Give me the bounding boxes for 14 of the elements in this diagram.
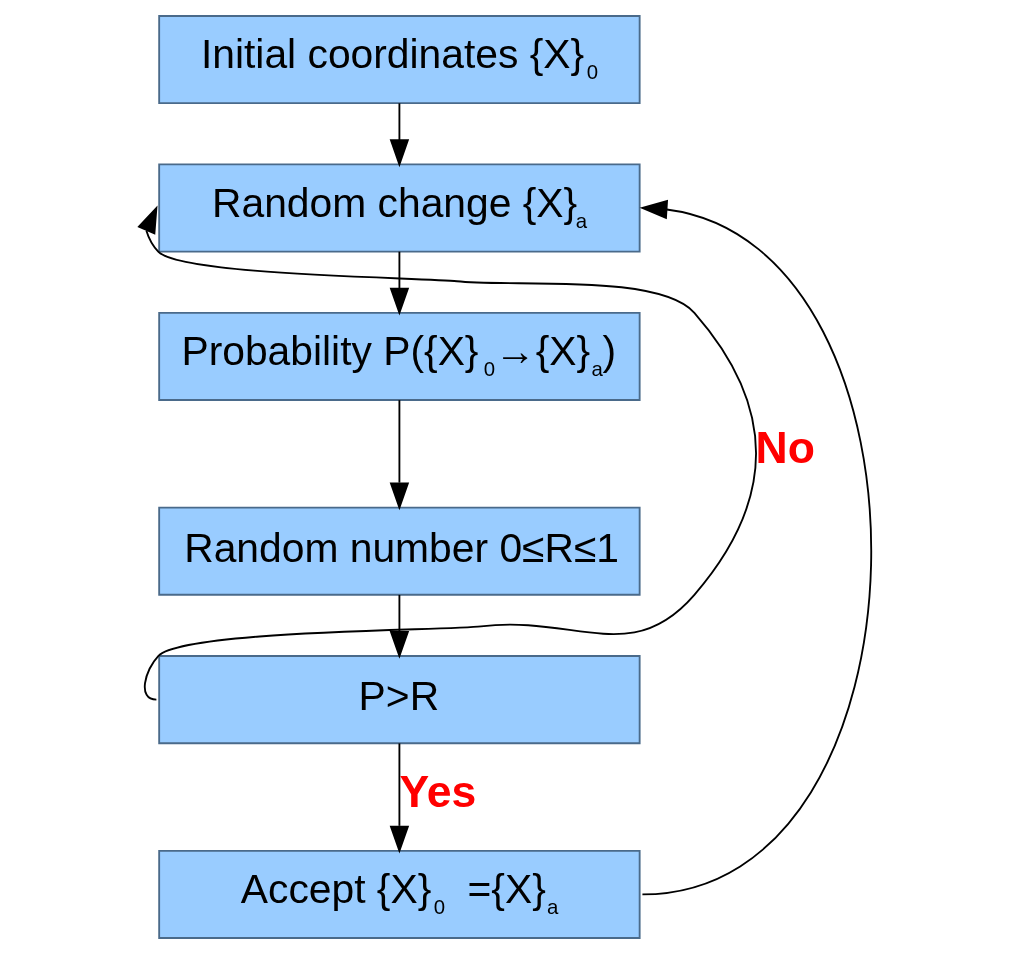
node-box: Accept {X}$_{0}$ ={X}$_{a}$ <box>157 849 641 939</box>
node-box: Probability P({X}$_{0}$→{X}$_{a}$) <box>157 311 641 401</box>
arrow <box>639 199 872 896</box>
edge-label: Yes <box>398 766 476 816</box>
arrow <box>389 102 409 168</box>
node-box: Initial coordinates {X}$_{0}$ <box>157 15 641 105</box>
node-box: P>R <box>157 655 641 745</box>
arrow <box>389 250 409 316</box>
node-box: Random change {X}$_{a}$ <box>157 163 641 253</box>
node-box: Random number 0≤R≤1 <box>157 506 641 596</box>
edge-label: No <box>755 423 815 473</box>
arrow <box>389 742 409 854</box>
arrow <box>389 594 409 659</box>
arrow <box>389 399 409 511</box>
